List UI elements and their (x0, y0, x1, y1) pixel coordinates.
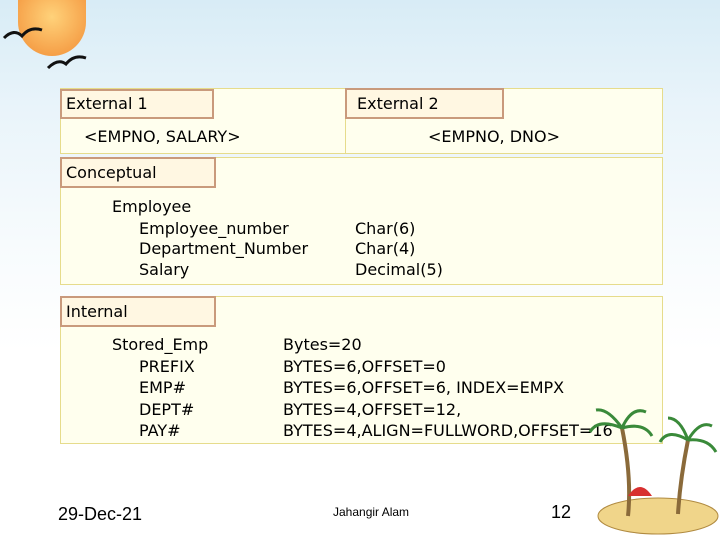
external-2-title: External 2 (345, 88, 504, 119)
external-1-record: <EMPNO, SALARY> (84, 127, 241, 146)
internal-field-spec: BYTES=6,OFFSET=0 (283, 357, 446, 376)
conceptual-record-name: Employee (112, 197, 192, 216)
internal-field-spec: BYTES=4,ALIGN=FULLWORD,OFFSET=16 (283, 421, 613, 440)
conceptual-field-name: Salary (139, 260, 190, 279)
island-palm-icon (588, 408, 719, 535)
conceptual-field-name: Department_Number (139, 239, 309, 258)
footer-author: Jahangir Alam (333, 505, 410, 519)
internal-title: Internal (60, 296, 216, 327)
conceptual-title: Conceptual (60, 157, 216, 188)
external-1-title: External 1 (60, 89, 214, 119)
internal-field-spec: Bytes=20 (283, 335, 362, 354)
internal-field-name: EMP# (139, 378, 186, 397)
conceptual-field-type: Char(6) (355, 219, 416, 238)
internal-field-name: PREFIX (139, 357, 195, 376)
internal-field-spec: BYTES=6,OFFSET=6, INDEX=EMPX (283, 378, 565, 397)
sun-decoration (18, 0, 86, 56)
internal-field-name: PAY# (139, 421, 181, 440)
internal-field-spec: BYTES=4,OFFSET=12, (283, 400, 462, 419)
external-divider (345, 88, 346, 154)
conceptual-field-type: Char(4) (355, 239, 416, 258)
conceptual-field-type: Decimal(5) (355, 260, 443, 279)
internal-field-name: DEPT# (139, 400, 195, 419)
conceptual-field-name: Employee_number (139, 219, 289, 238)
page-number: 12 (551, 502, 572, 522)
footer-date: 29-Dec-21 (58, 504, 143, 524)
external-2-record: <EMPNO, DNO> (428, 127, 560, 146)
internal-record-name: Stored_Emp (112, 335, 209, 354)
birds-icon (2, 27, 87, 70)
